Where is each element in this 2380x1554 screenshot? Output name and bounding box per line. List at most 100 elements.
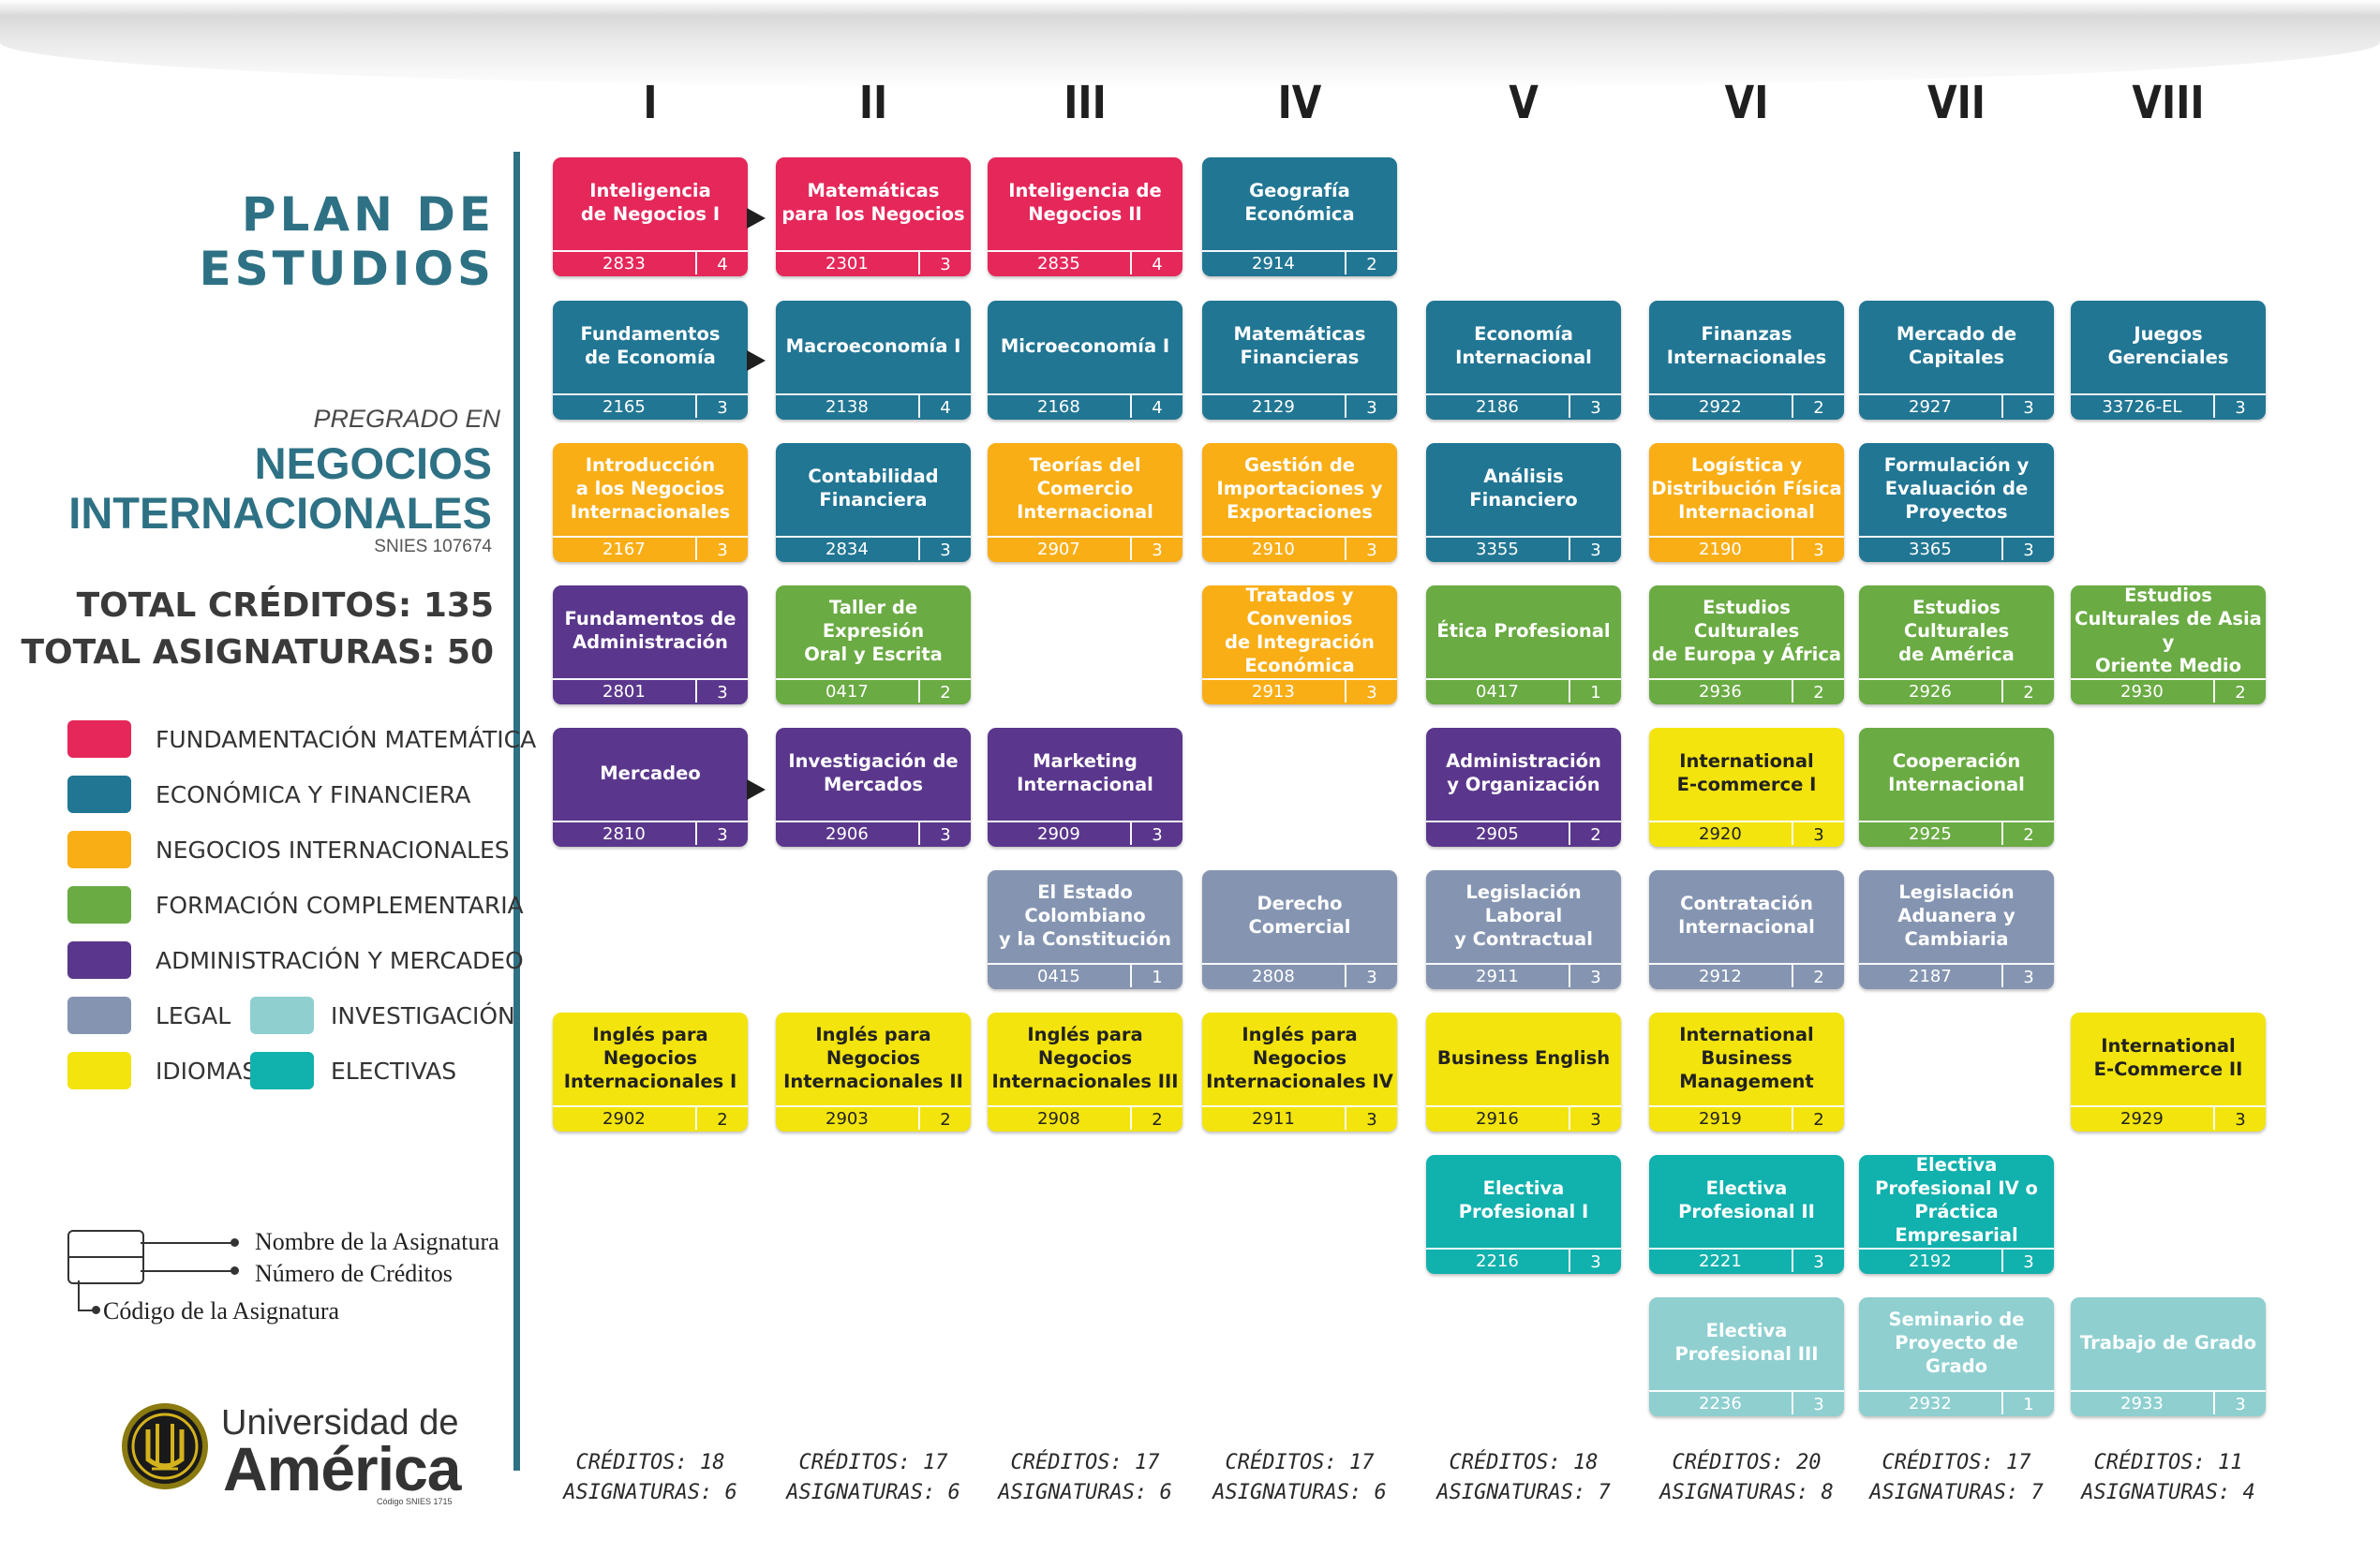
course-credits: 2 (1791, 965, 1844, 987)
course-credits: 2 (1129, 1107, 1183, 1130)
course-name: Teorías del Comercio Internacional (1017, 453, 1153, 523)
course-card[interactable]: Estudios Culturales de Asia y Oriente Me… (2071, 585, 2266, 704)
course-name: Economía Internacional (1455, 323, 1592, 368)
semester-credits: CRÉDITOS: 18 (575, 1451, 725, 1474)
course-card[interactable]: Inglés para Negocios Internacionales III… (988, 1013, 1183, 1132)
course-code: 2216 (1476, 1251, 1519, 1271)
course-name: Fundamentos de Administración (564, 608, 736, 653)
course-name: Fundamentos de Economía (580, 323, 721, 368)
legend-swatch (67, 997, 131, 1034)
key-label-credits: Número de Créditos (255, 1260, 453, 1287)
course-card[interactable]: Introducción a los Negocios Internaciona… (553, 443, 748, 562)
course-code: 2138 (826, 397, 869, 417)
course-code: 2808 (1252, 967, 1295, 986)
course-name: Inglés para Negocios Internacionales IV (1206, 1023, 1393, 1092)
course-name: Cooperación Internacional (1888, 750, 2025, 795)
course-card[interactable]: Gestión de Importaciones y Exportaciones… (1202, 443, 1397, 562)
key-line-code-h (78, 1310, 95, 1311)
course-credits: 3 (1344, 680, 1397, 703)
legend-swatch (250, 997, 314, 1034)
course-card[interactable]: Electiva Profesional IV o Práctica Empre… (1859, 1155, 2054, 1274)
prereq-arrow-icon (747, 779, 766, 800)
course-credits: 1 (2001, 1392, 2054, 1414)
semester-credits: CRÉDITOS: 17 (1225, 1451, 1375, 1474)
course-code: 2933 (2120, 1394, 2164, 1413)
course-code: 2936 (1699, 682, 1742, 702)
degree-level: PREGRADO EN (313, 405, 500, 433)
legend-label: INVESTIGACIÓN (331, 1001, 515, 1029)
course-credits: 3 (917, 252, 971, 274)
course-code: 2165 (602, 397, 646, 417)
legend-item: FUNDAMENTACIÓN MATEMÁTICA (67, 720, 536, 758)
course-card[interactable]: Logística y Distribución Física Internac… (1649, 443, 1844, 562)
course-credits: 3 (2001, 965, 2054, 987)
course-code: 2908 (1037, 1109, 1080, 1129)
logo-line3: Código SNIES 1715 (377, 1497, 453, 1506)
legend-swatch (67, 1052, 131, 1089)
semester-header-vi: VI (1724, 77, 1769, 129)
course-code: 2186 (1476, 397, 1519, 417)
legend-swatch (67, 776, 131, 813)
course-code: 2129 (1252, 397, 1295, 417)
course-card[interactable]: Inglés para Negocios Internacionales IV 2… (1202, 1013, 1397, 1132)
course-name: Gestión de Importaciones y Exportaciones (1216, 453, 1383, 523)
course-code: 2911 (1476, 967, 1519, 986)
course-credits: 3 (1129, 822, 1183, 845)
course-card[interactable]: Tratados y Convenios de Integración Econ… (1202, 585, 1397, 704)
course-credits: 3 (1791, 1250, 1844, 1272)
